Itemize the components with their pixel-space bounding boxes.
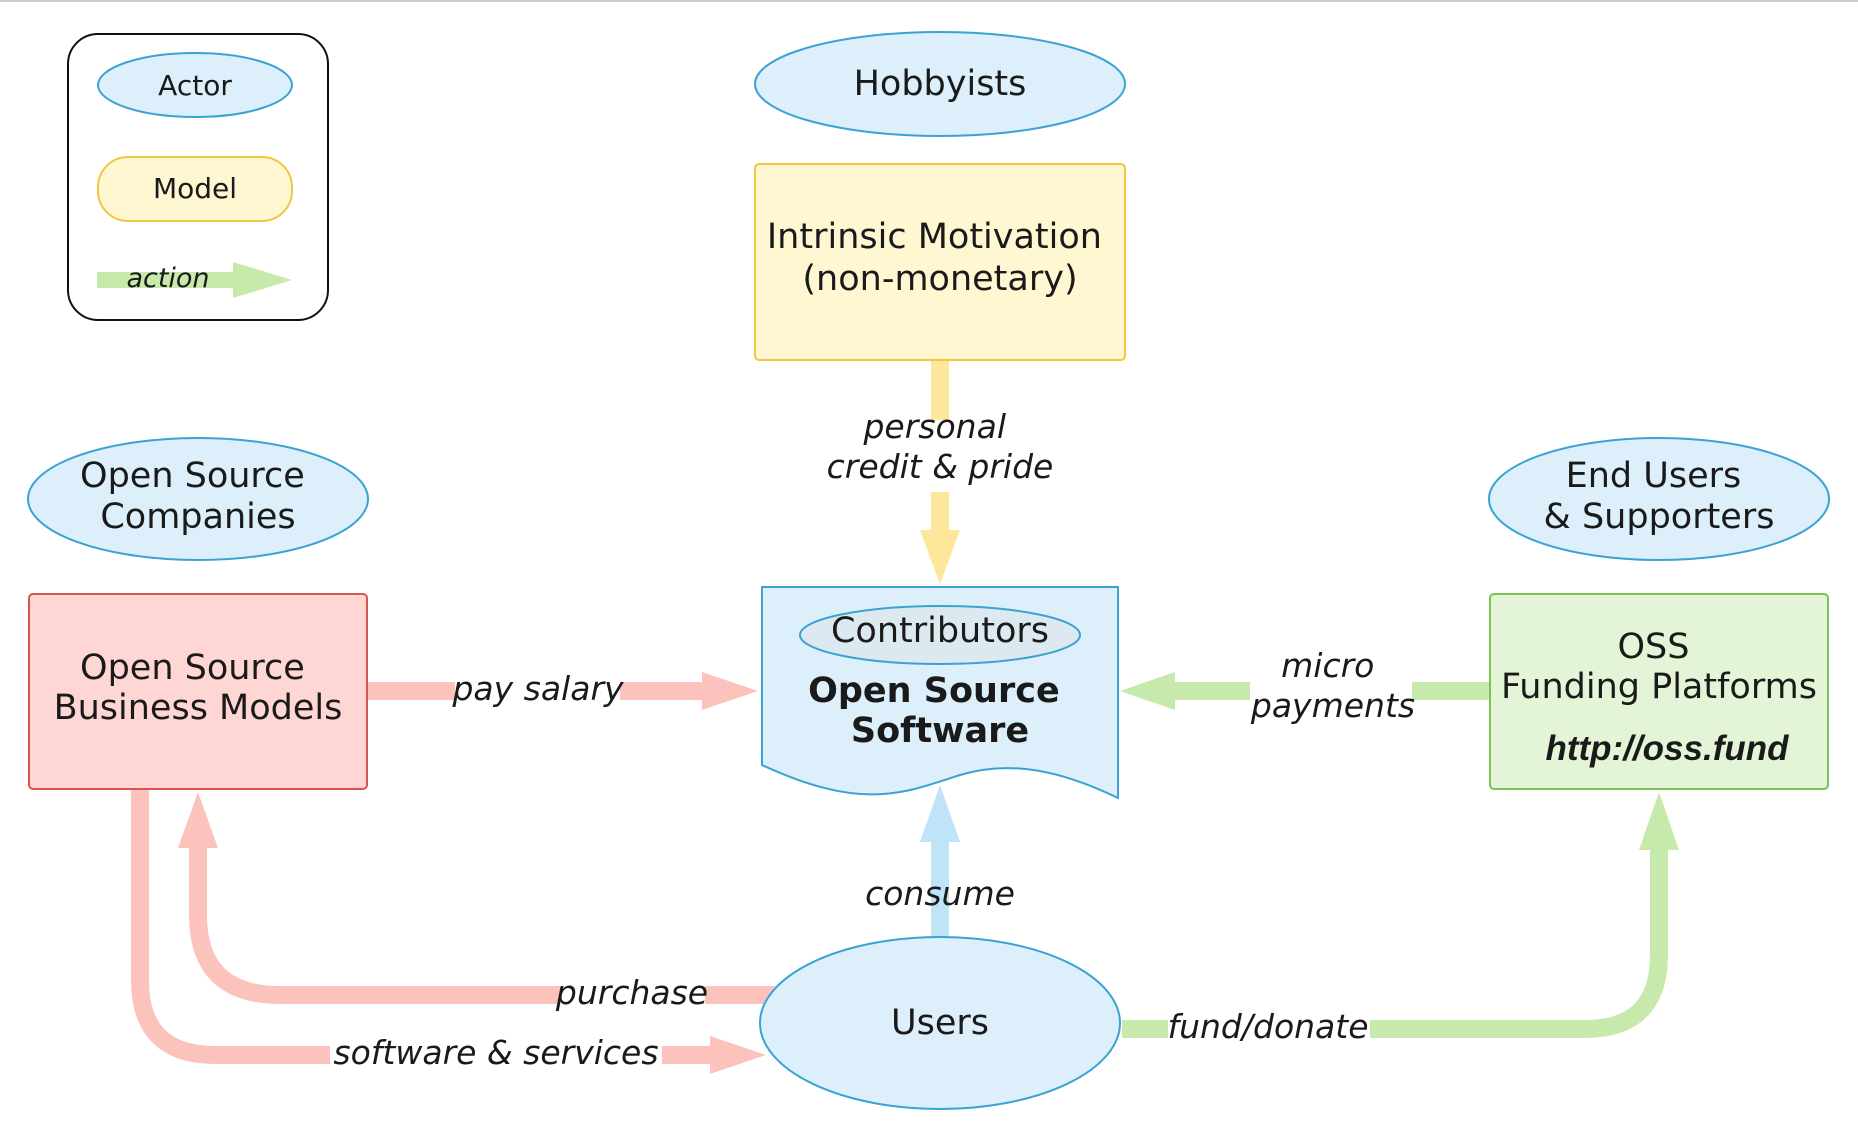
arrow-consume xyxy=(920,785,960,950)
actor-open-source-companies xyxy=(27,437,369,561)
model-funding-platforms xyxy=(1489,593,1829,790)
model-intrinsic-label: Intrinsic Motivation (non-monetary) xyxy=(767,217,1113,299)
action-purchase-label: purchase xyxy=(555,973,708,1012)
action-personal-credit-label: personal credit & pride xyxy=(827,407,1054,486)
model-business-models xyxy=(28,593,368,790)
actor-end-users-supporters xyxy=(1488,437,1830,561)
arrow-personal-credit xyxy=(920,360,960,584)
oss-title-label: Open Source Software xyxy=(808,671,1072,751)
legend-actor-shape xyxy=(97,52,293,118)
arrow-pay-salary xyxy=(368,672,758,710)
legend-model-label: Model xyxy=(153,172,237,205)
actor-contributors xyxy=(799,605,1081,665)
actor-users-label: Users xyxy=(891,1003,989,1043)
model-funding-label: OSS Funding Platforms xyxy=(1501,627,1817,707)
actor-end-users-label: End Users & Supporters xyxy=(1544,456,1775,537)
legend-model-shape xyxy=(97,156,293,222)
arrow-software-services xyxy=(131,790,766,1074)
funding-url-link[interactable]: http://oss.fund xyxy=(1545,729,1789,768)
arrow-purchase xyxy=(178,792,775,1004)
actor-contributors-label: Contributors xyxy=(831,611,1049,651)
action-pay-salary-label: pay salary xyxy=(451,669,624,708)
model-business-label: Open Source Business Models xyxy=(54,648,343,728)
legend-actor-label: Actor xyxy=(158,69,232,102)
model-intrinsic-motivation xyxy=(754,163,1126,361)
action-fund-donate-label: fund/donate xyxy=(1167,1007,1368,1046)
action-consume-label: consume xyxy=(865,874,1015,913)
arrow-micro-payments xyxy=(1120,672,1492,710)
action-software-services-label: software & services xyxy=(333,1033,658,1072)
legend: Actor Model action xyxy=(67,33,329,321)
arrow-fund-donate xyxy=(1122,792,1679,1038)
action-micro-payments-label: micro payments xyxy=(1250,646,1415,725)
legend-action-arrow xyxy=(97,262,292,298)
actor-users xyxy=(759,936,1121,1110)
actor-hobbyists xyxy=(754,31,1126,137)
actor-hobbyists-label: Hobbyists xyxy=(854,64,1027,104)
legend-action-label: action xyxy=(126,263,209,294)
actor-companies-label: Open Source Companies xyxy=(80,456,316,537)
